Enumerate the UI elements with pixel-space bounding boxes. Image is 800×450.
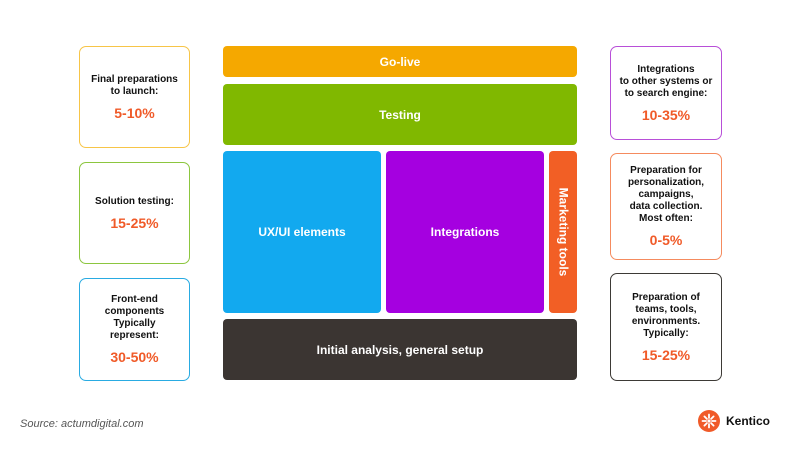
testing-block: Testing [223,84,577,145]
card-description: Preparation for personalization, campaig… [627,165,705,224]
initial-analysis-block: Initial analysis, general setup [223,319,577,380]
kentico-wordmark: Kentico [726,414,771,428]
marketing-tools-block: Marketing tools [549,151,577,313]
right-card-preparation-teams: Preparation of teams, tools, environment… [610,273,722,381]
go-live-label: Go-live [379,54,421,69]
source-text: Source: actumdigital.com [20,418,144,430]
card-description: Integrations to other systems or to sear… [619,63,713,99]
kentico-flower-icon [698,410,720,432]
integrations-label: Integrations [430,225,500,239]
right-card-integrations: Integrations to other systems or to sear… [610,46,722,140]
card-percentage: 0-5% [649,232,683,248]
card-percentage: 15-25% [110,214,159,231]
ux-ui-block: UX/UI elements [223,151,381,313]
go-live-block: Go-live [223,46,577,77]
integrations-block: Integrations [386,151,544,313]
card-percentage: 5-10% [114,104,155,121]
testing-label: Testing [379,107,421,122]
card-description: Solution testing: [95,195,174,207]
initial-analysis-label: Initial analysis, general setup [316,342,484,357]
card-description: Final preparations to launch: [91,73,178,97]
card-percentage: 10-35% [641,106,691,123]
right-card-personalization: Preparation for personalization, campaig… [610,153,722,260]
left-card-solution-testing: Solution testing: 15-25% [79,162,190,264]
kentico-logo: Kentico [698,410,770,432]
card-description: Preparation of teams, tools, environment… [631,291,701,339]
card-percentage: 15-25% [641,346,691,363]
ux-ui-label: UX/UI elements [258,225,346,239]
marketing-tools-label: Marketing tools [556,187,570,277]
left-card-final-preparations: Final preparations to launch: 5-10% [79,46,190,148]
card-description: Front-end components Typically represent… [104,294,165,341]
left-card-front-end: Front-end components Typically represent… [79,278,190,381]
card-percentage: 30-50% [110,349,159,365]
